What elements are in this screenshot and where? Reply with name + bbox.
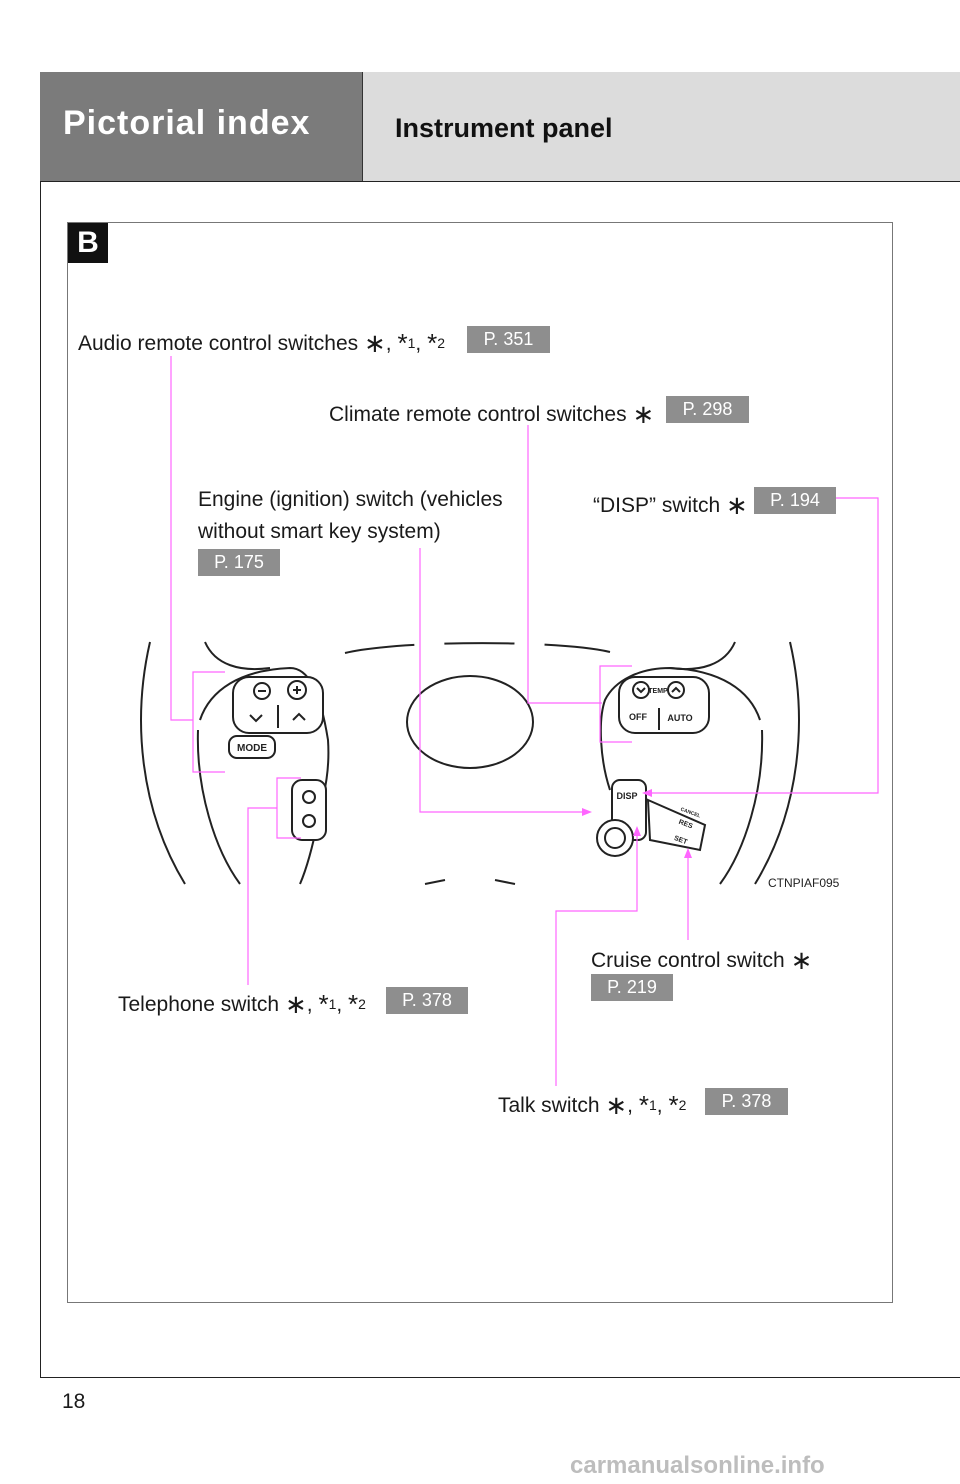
left-spoke-inner xyxy=(196,729,241,885)
engine-callout-line1: Engine (ignition) switch (vehicles xyxy=(198,488,503,511)
page-header: Pictorial index Instrument panel xyxy=(40,72,960,182)
engine-callout-line2: without smart key system) xyxy=(198,520,441,543)
telephone-switch-pad xyxy=(291,779,327,841)
audio-page-ref: P. 351 xyxy=(467,326,550,353)
mode-button[interactable] xyxy=(228,735,276,759)
wheel-rim-left-outer xyxy=(140,641,186,885)
audio-leader xyxy=(170,356,193,721)
climate-page-ref: P. 298 xyxy=(666,396,749,423)
audio-up-icon xyxy=(292,712,306,721)
disp-page-ref: P. 194 xyxy=(754,487,836,514)
right-spoke-inner xyxy=(719,729,764,885)
asterisk-icon: ∗ xyxy=(284,989,307,1019)
asterisk-icon: * xyxy=(668,1090,679,1120)
page-number: 18 xyxy=(62,1390,86,1413)
telephone-leader xyxy=(247,807,277,985)
page-title-block: Instrument panel xyxy=(363,72,960,181)
wheel-rim-right-outer xyxy=(754,641,800,885)
leader-arrows xyxy=(582,789,692,858)
asterisk-icon: ∗ xyxy=(363,328,386,358)
asterisk-icon: ∗ xyxy=(790,945,813,975)
asterisk-icon: * xyxy=(638,1090,649,1120)
wheel-rim-left-top xyxy=(204,641,271,671)
right-spoke-outline xyxy=(599,666,761,791)
telephone-off-hook-icon xyxy=(302,814,316,828)
watermark: carmanualsonline.info xyxy=(570,1452,825,1479)
disp-leader xyxy=(648,497,879,794)
cruise-callout: Cruise control switch ∗ xyxy=(591,945,813,975)
cruise-control-lever xyxy=(646,798,707,852)
asterisk-icon: ∗ xyxy=(632,399,655,429)
climate-leader xyxy=(527,425,602,704)
disp-callout: “DISP” switch ∗ xyxy=(593,490,748,520)
off-button-label: OFF xyxy=(629,712,647,722)
engine-leader xyxy=(419,548,588,813)
telephone-callout: Telephone switch ∗, *1, *2 xyxy=(118,989,366,1019)
hub-top-line xyxy=(344,642,611,654)
asterisk-icon: ∗ xyxy=(726,490,748,520)
climate-callout: Climate remote control switches ∗ xyxy=(329,399,655,429)
audio-down-icon xyxy=(249,714,263,723)
telephone-page-ref: P. 378 xyxy=(386,987,468,1014)
hub-bottom-line-left xyxy=(424,879,446,885)
ignition-keyhole-icon xyxy=(604,827,626,849)
temp-up-icon xyxy=(667,681,685,699)
asterisk-icon: * xyxy=(397,328,408,358)
temp-button-label: TEMP xyxy=(648,688,668,695)
talk-page-ref: P. 378 xyxy=(705,1088,788,1115)
wheel-rim-right-top xyxy=(669,641,736,671)
audio-bracket xyxy=(192,671,225,773)
diagram-box xyxy=(67,222,893,1303)
climate-bracket xyxy=(599,665,632,743)
asterisk-icon: ∗ xyxy=(605,1090,628,1120)
mode-button-label: MODE xyxy=(237,743,267,754)
diagram-code: CTNPIAF095 xyxy=(768,876,840,890)
section-title: Pictorial index xyxy=(63,104,311,142)
asterisk-icon: * xyxy=(318,989,329,1019)
temp-down-icon xyxy=(632,681,650,699)
section-tag: B xyxy=(68,223,108,263)
engine-page-ref: P. 175 xyxy=(198,549,280,576)
set-label: SET xyxy=(673,835,689,846)
talk-callout: Talk switch ∗, *1, *2 xyxy=(498,1090,687,1120)
asterisk-icon: * xyxy=(348,989,359,1019)
talk-leader xyxy=(555,830,638,1086)
telephone-on-hook-icon xyxy=(302,790,316,804)
hub-bottom-line-right xyxy=(494,879,516,885)
cruise-page-ref: P. 219 xyxy=(591,974,673,1001)
audio-callout: Audio remote control switches ∗, *1, *2 xyxy=(78,328,445,358)
disp-button-label: DISP xyxy=(616,791,637,801)
auto-button-label: AUTO xyxy=(667,713,692,723)
center-emblem xyxy=(406,675,534,769)
leader-lines xyxy=(170,356,879,1086)
page-title: Instrument panel xyxy=(395,113,613,143)
asterisk-icon: * xyxy=(427,328,438,358)
section-title-block: Pictorial index xyxy=(40,72,363,181)
res-label: RES xyxy=(678,819,694,831)
climate-switch-pad xyxy=(618,676,710,734)
